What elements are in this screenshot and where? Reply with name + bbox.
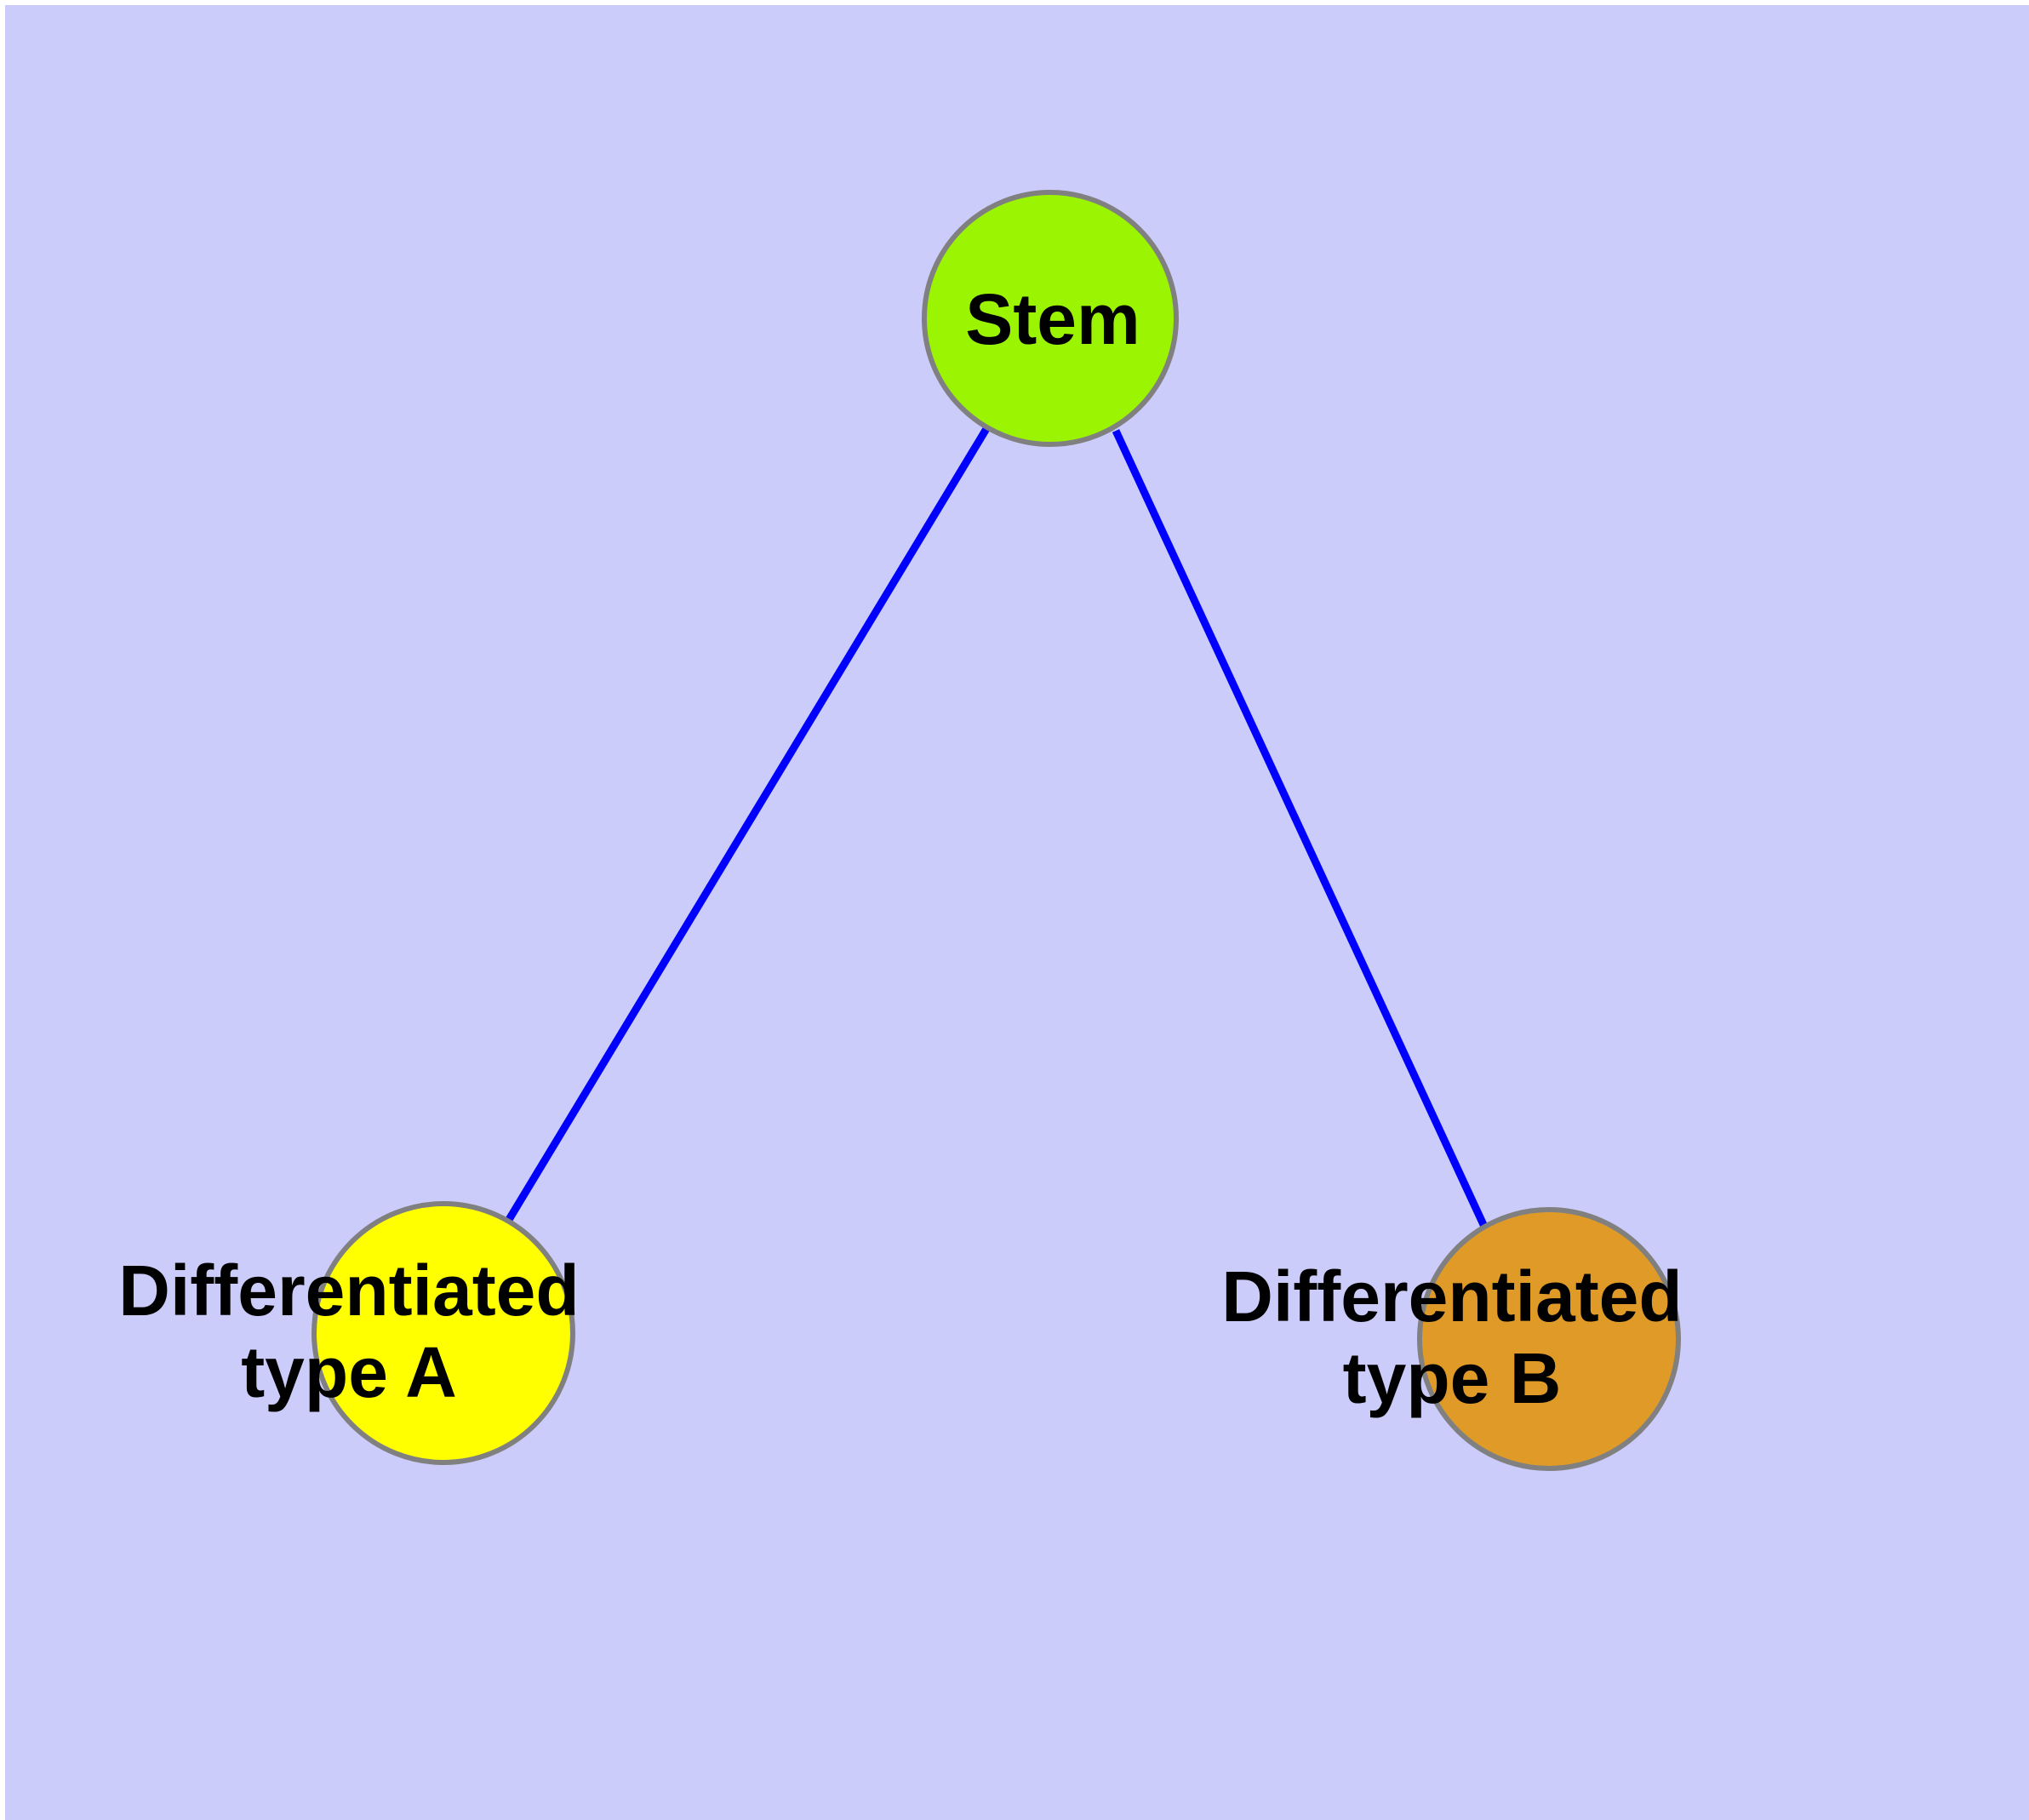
node-stem-circle[interactable] [922,190,1179,447]
node-stem[interactable] [922,190,1179,447]
node-stem-label: Stem [965,279,1140,359]
node-differentiated-type-a-circle[interactable] [311,1201,575,1465]
node-differentiated-type-a[interactable] [311,1201,575,1465]
node-differentiated-type-b[interactable] [1417,1207,1681,1471]
edge-stem-to-differentiated-type-b[interactable] [1112,429,1489,1230]
edge-stem-to-differentiated-type-a[interactable] [504,425,991,1225]
node-layer [311,190,1681,1471]
node-differentiated-type-b-circle[interactable] [1417,1207,1681,1471]
edge-layer [504,425,1489,1230]
